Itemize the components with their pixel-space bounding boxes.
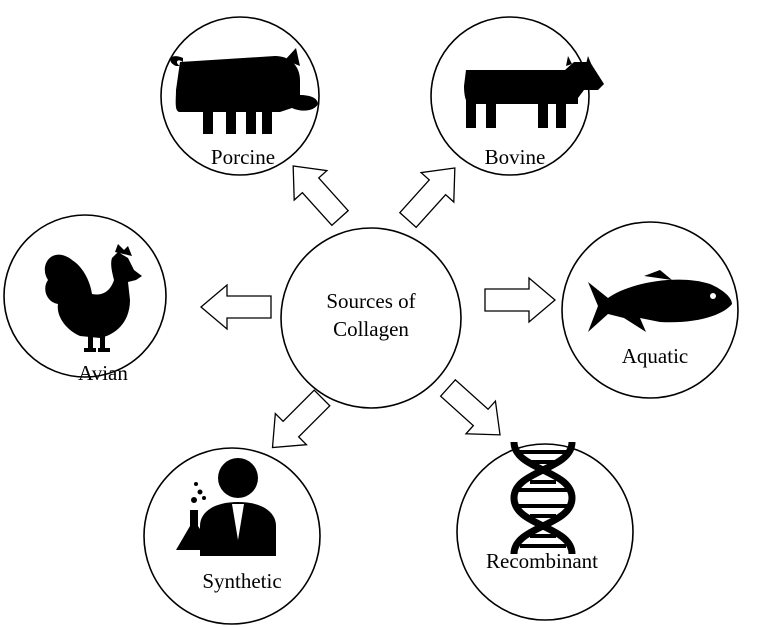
- fish-icon: [588, 270, 732, 332]
- bovine-label: Bovine: [485, 145, 546, 169]
- node-bovine: Bovine: [430, 16, 604, 176]
- node-porcine: Porcine: [160, 16, 320, 176]
- arrow-to-avian: [200, 284, 272, 330]
- node-recombinant: Recombinant: [456, 441, 634, 621]
- arrow-to-recombinant: [432, 371, 516, 452]
- arrow-to-aquatic: [484, 277, 556, 323]
- synthetic-label: Synthetic: [202, 569, 281, 593]
- center-node: Sources of Collagen: [280, 227, 462, 409]
- dna-icon: [510, 441, 576, 555]
- recombinant-label: Recombinant: [486, 549, 598, 573]
- pig-icon: [170, 48, 318, 134]
- porcine-label: Porcine: [211, 145, 275, 169]
- arrow-to-bovine: [391, 152, 472, 236]
- arrow-to-porcine: [276, 150, 357, 234]
- center-label-line1: Sources of: [326, 289, 415, 313]
- rooster-icon: [44, 244, 142, 352]
- node-aquatic: Aquatic: [561, 221, 739, 399]
- aquatic-label: Aquatic: [622, 344, 688, 368]
- node-synthetic: Synthetic: [143, 447, 321, 625]
- cow-icon: [464, 56, 604, 128]
- scientist-icon: [176, 458, 276, 556]
- avian-label: Avian: [78, 361, 128, 385]
- node-avian: Avian: [3, 214, 167, 385]
- center-label-line2: Collagen: [333, 317, 409, 341]
